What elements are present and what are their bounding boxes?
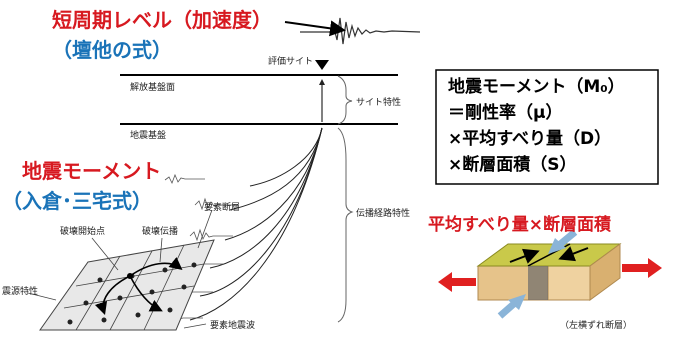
seismic-moment-label: 地震モーメント <box>22 159 162 183</box>
element-wave-label: 要素地震波 <box>210 321 256 331</box>
label-pointer-arrow <box>284 20 346 37</box>
element-fault-label: 要素断層 <box>204 203 241 213</box>
rupture-start-label: 破壊開始点 <box>60 227 106 237</box>
eval-site-marker <box>315 60 329 70</box>
site-property-label: サイト特性 <box>356 98 402 108</box>
left-lateral-caption: （左横ずれ断層） <box>560 321 633 331</box>
source-property-label: 震源特性 <box>2 287 39 297</box>
propagation-label: 伝播経路特性 <box>356 209 411 219</box>
free-surface-label: 解放基盤面 <box>130 83 176 93</box>
formula-line-4: ×断層面積（S） <box>448 155 577 175</box>
fault-plane-grid <box>39 239 215 331</box>
site-property-bracket <box>337 75 353 125</box>
avg-slip-area-label: 平均すべり量×断層面積 <box>428 215 612 235</box>
formula-box <box>435 69 659 185</box>
short-period-level-label: 短周期レベル（加速度） <box>52 8 272 32</box>
seismic-bedrock-label: 地震基盤 <box>130 131 167 141</box>
surface-waveform <box>300 17 421 45</box>
formula-line-1: 地震モーメント（M₀） <box>448 77 625 97</box>
eval-site-label: 評価サイト <box>268 57 314 67</box>
rupture-propagation-label: 破壊伝播 <box>142 227 179 237</box>
formula-line-3: ×平均すべり量（D） <box>448 129 612 149</box>
irikura-formula-label: （入倉･三宅式） <box>2 189 152 213</box>
formula-line-2: ＝剛性率（μ） <box>448 103 563 123</box>
fault-block-illustration <box>438 229 662 319</box>
propagation-bracket <box>337 127 354 323</box>
dan-formula-label: （壇他の式） <box>52 38 172 62</box>
